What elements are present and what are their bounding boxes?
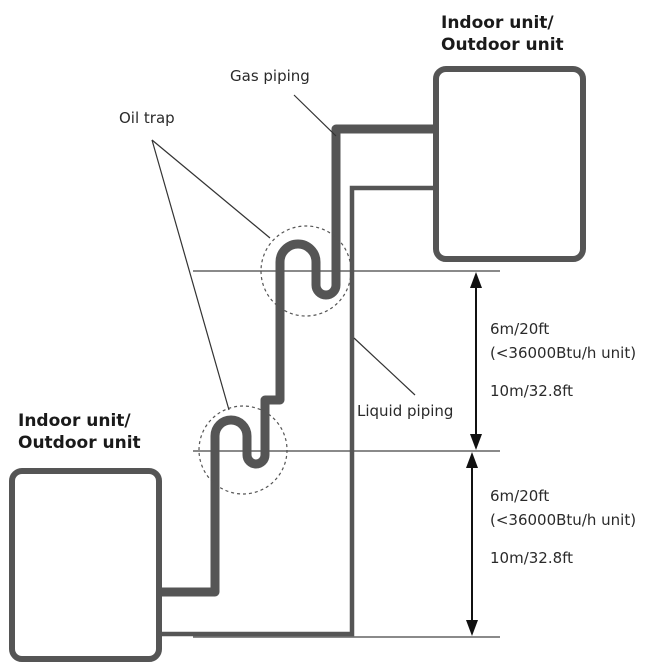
lower-arrow-bottom — [466, 620, 478, 636]
lower-unit-box — [9, 468, 162, 662]
upper-oil-trap-circle — [260, 225, 352, 317]
lower-unit-title-line1: Indoor unit/ — [18, 411, 131, 431]
upper-unit-title-line1: Indoor unit/ — [441, 13, 554, 33]
liquid-piping-leader — [353, 337, 416, 396]
lower-measurement: 6m/20ft (<36000Btu/h unit) 10m/32.8ft — [490, 484, 636, 570]
upper-arrow-top — [470, 272, 482, 288]
oil-trap-leader-lower — [151, 139, 230, 411]
gas-piping-label: Gas piping — [230, 67, 310, 85]
liquid-pipe — [159, 185, 436, 637]
liquid-piping-label: Liquid piping — [357, 402, 454, 420]
upper-measure-line2: (<36000Btu/h unit) — [490, 344, 637, 362]
lower-measure-line2: (<36000Btu/h unit) — [490, 511, 637, 529]
lower-arrow-top — [466, 452, 478, 468]
upper-measure-line1: 6m/20ft — [490, 320, 550, 338]
upper-unit-title: Indoor unit/ Outdoor unit — [441, 12, 564, 56]
lower-oil-trap-circle — [198, 405, 288, 495]
lower-measure-line1: 6m/20ft — [490, 487, 550, 505]
gas-piping-leader — [293, 94, 337, 137]
lower-measure-line3: 10m/32.8ft — [490, 549, 574, 567]
upper-unit-box — [433, 66, 586, 262]
lower-unit-title-line2: Outdoor unit — [18, 433, 141, 453]
upper-arrow-bottom — [470, 434, 482, 450]
upper-unit-title-line2: Outdoor unit — [441, 35, 564, 55]
gas-pipe — [159, 124, 436, 597]
oil-trap-label: Oil trap — [119, 109, 175, 127]
oil-trap-leader-upper — [151, 139, 271, 239]
lower-unit-title: Indoor unit/ Outdoor unit — [18, 410, 141, 454]
upper-measurement: 6m/20ft (<36000Btu/h unit) 10m/32.8ft — [490, 317, 636, 403]
upper-measure-line3: 10m/32.8ft — [490, 382, 574, 400]
